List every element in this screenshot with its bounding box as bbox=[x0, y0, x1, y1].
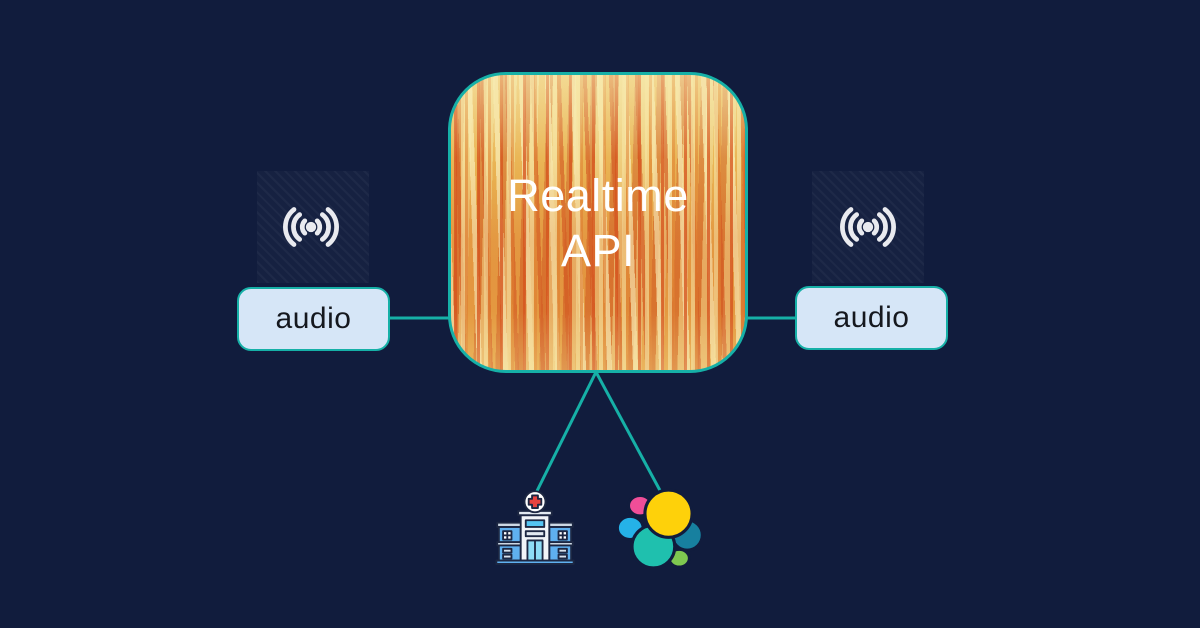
elasticsearch-logo bbox=[616, 488, 704, 570]
connector-hospital bbox=[531, 371, 598, 500]
realtime-api-title: Realtime API bbox=[451, 75, 745, 370]
title-line-1: Realtime bbox=[507, 169, 689, 221]
broadcast-icon-left bbox=[283, 207, 339, 247]
audio-node-left: audio bbox=[237, 287, 390, 351]
title-line-2: API bbox=[560, 224, 636, 276]
audio-node-right: audio bbox=[795, 286, 948, 350]
elastic-blob-yellow bbox=[643, 488, 694, 539]
connector-elastic bbox=[594, 371, 665, 497]
audio-label-left: audio bbox=[275, 302, 352, 335]
realtime-api-node: Realtime API bbox=[448, 72, 748, 373]
audio-label-right: audio bbox=[833, 301, 910, 334]
broadcast-icon-right bbox=[840, 207, 896, 247]
hospital-icon bbox=[495, 490, 575, 565]
